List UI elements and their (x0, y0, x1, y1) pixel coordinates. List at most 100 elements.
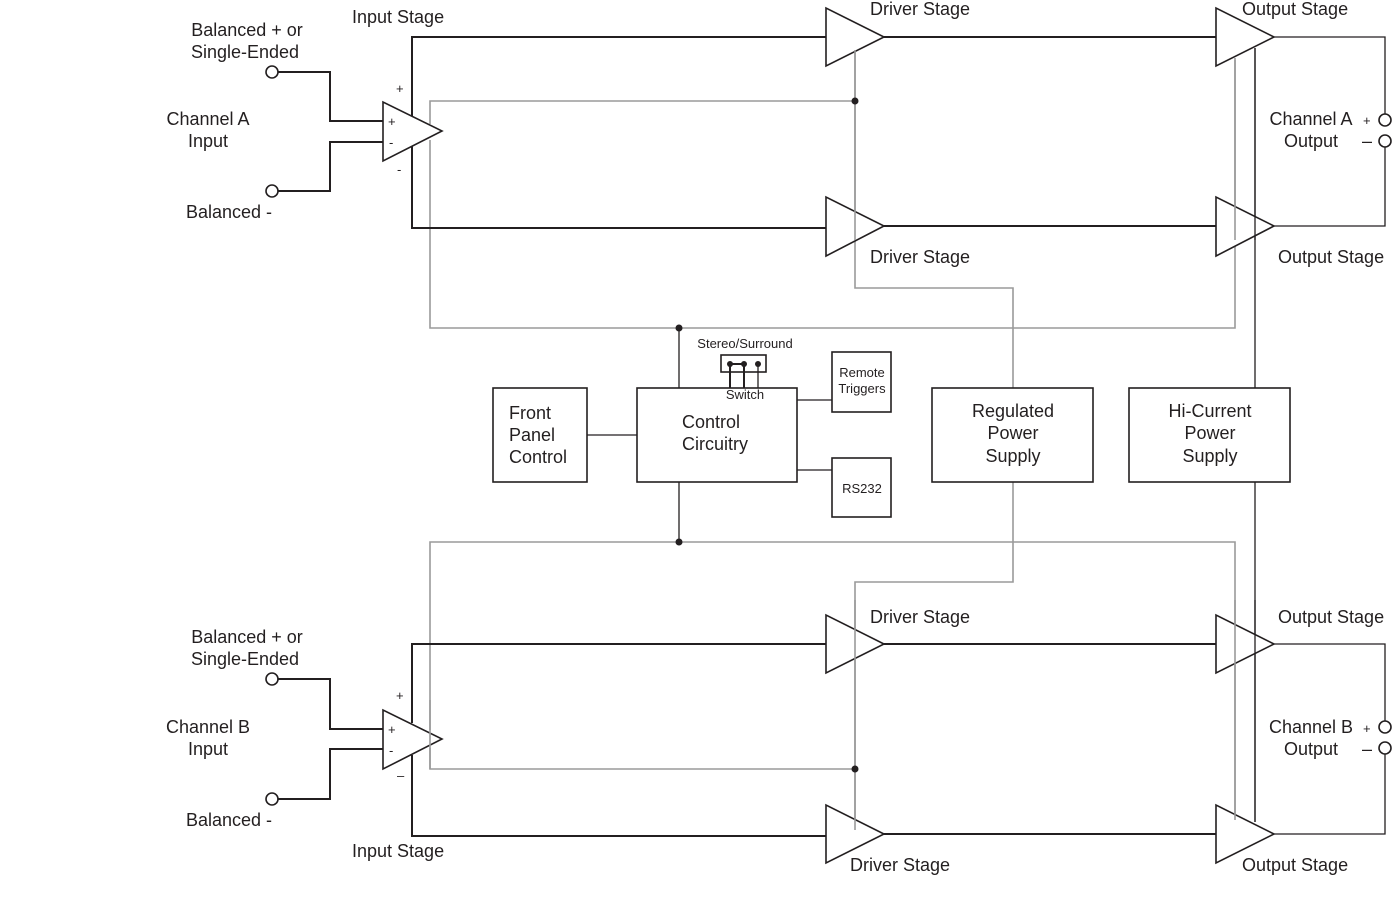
wire (411, 36, 826, 116)
rs232-label: RS232 (842, 481, 882, 496)
output-stage-label: Output Stage (1278, 247, 1384, 267)
output-stage-label: Output Stage (1242, 0, 1348, 19)
remote-triggers-label: Remote (839, 365, 885, 380)
input-plus-terminal[interactable] (265, 672, 279, 686)
front-panel-label: Control (509, 447, 567, 467)
regulated-power-supply-box (931, 387, 1094, 483)
wire (278, 71, 383, 122)
output-stage-amp (1215, 195, 1276, 258)
junction-dot (675, 538, 683, 546)
input-plus-label: Single-Ended (191, 42, 299, 62)
wire (429, 748, 855, 770)
junction-dot (851, 765, 859, 773)
remote-triggers-box (831, 351, 892, 413)
output-minus-sign: – (1362, 739, 1372, 759)
driver-stage-label: Driver Stage (850, 855, 950, 875)
opamp-plus: + (388, 722, 396, 737)
switch-pin (741, 361, 747, 367)
front-panel-label: Front (509, 403, 551, 423)
hi-current-supply-label: Hi-Current (1168, 401, 1251, 421)
input-minus-terminal[interactable] (265, 792, 279, 806)
output-plus-sign: + (1363, 113, 1371, 128)
channel-input-label: Channel B (166, 717, 250, 737)
output-stage-label: Output Stage (1278, 607, 1384, 627)
wire (411, 643, 826, 723)
opamp-minus: - (389, 743, 393, 758)
regulated-supply-label: Regulated (972, 401, 1054, 421)
wire (278, 678, 383, 730)
input-plus-label: Balanced + or (191, 627, 303, 647)
wire (1274, 643, 1386, 721)
opamp-plus: + (388, 114, 396, 129)
front-panel-label: Panel (509, 425, 555, 445)
input-minus-label: Balanced - (186, 202, 272, 222)
wire (278, 748, 383, 800)
channel-input-label: Input (188, 739, 228, 759)
output-stage-amp (1215, 803, 1276, 865)
opamp-minus: - (389, 135, 393, 150)
rs232-box (831, 457, 892, 518)
input-stage-label: Input Stage (352, 7, 444, 27)
hi-current-supply-label: Supply (1182, 446, 1237, 466)
regulated-supply-label: Supply (985, 446, 1040, 466)
input-plus-terminal[interactable] (265, 65, 279, 79)
channel-b: Balanced + or Single-Ended Channel B Inp… (166, 600, 1392, 875)
front-panel-control-box (492, 387, 588, 483)
wire (429, 541, 1236, 820)
rail-minus: - (397, 162, 401, 177)
driver-stage-label: Driver Stage (870, 0, 970, 19)
output-plus-sign: + (1363, 721, 1371, 736)
control-circuitry-label: Circuitry (682, 434, 748, 454)
wire (411, 146, 826, 229)
regulated-supply-label: Power (987, 423, 1038, 443)
output-plus-terminal[interactable] (1378, 113, 1392, 127)
control-circuitry-box (636, 387, 798, 483)
wire (1274, 754, 1386, 835)
output-minus-sign: – (1362, 131, 1372, 151)
channel-input-label: Input (188, 131, 228, 151)
input-plus-label: Balanced + or (191, 20, 303, 40)
switch-pin (727, 361, 733, 367)
channel-a: Balanced + or Single-Ended Channel A Inp… (166, 0, 1392, 267)
channel-output-label: Channel A (1269, 109, 1352, 129)
output-stage-amp (1215, 613, 1276, 675)
switch-pin (755, 361, 761, 367)
input-stage-label: Input Stage (352, 841, 444, 861)
wire (429, 100, 855, 124)
switch-bottom-label: Switch (726, 387, 764, 402)
rail-plus: + (396, 688, 404, 703)
channel-output-label: Output (1284, 739, 1338, 759)
control-circuitry-label: Control (682, 412, 740, 432)
wire (1274, 36, 1386, 114)
output-minus-terminal[interactable] (1378, 134, 1392, 148)
hi-current-supply-label: Power (1184, 423, 1235, 443)
input-stage-opamp (382, 708, 444, 771)
rail-minus: – (397, 768, 405, 783)
control-section: Front Panel Control Control Circuitry St… (492, 324, 1291, 546)
wire (411, 755, 826, 837)
wire (1274, 147, 1386, 227)
input-minus-label: Balanced - (186, 810, 272, 830)
input-minus-terminal[interactable] (265, 184, 279, 198)
junction-dot (851, 97, 859, 105)
input-plus-label: Single-Ended (191, 649, 299, 669)
driver-stage-label: Driver Stage (870, 247, 970, 267)
output-stage-label: Output Stage (1242, 855, 1348, 875)
channel-output-label: Output (1284, 131, 1338, 151)
wire (854, 482, 1014, 830)
output-plus-terminal[interactable] (1378, 720, 1392, 734)
rail-plus: + (396, 81, 404, 96)
output-minus-terminal[interactable] (1378, 741, 1392, 755)
input-stage-opamp (382, 100, 444, 163)
remote-triggers-label: Triggers (838, 381, 886, 396)
junction-dot (675, 324, 683, 332)
wire (278, 141, 383, 192)
output-stage-amp (1215, 6, 1276, 68)
driver-stage-label: Driver Stage (870, 607, 970, 627)
channel-output-label: Channel B (1269, 717, 1353, 737)
switch-top-label: Stereo/Surround (697, 336, 792, 351)
channel-input-label: Channel A (166, 109, 249, 129)
hi-current-power-supply-box (1128, 387, 1291, 483)
wire (854, 52, 1014, 388)
